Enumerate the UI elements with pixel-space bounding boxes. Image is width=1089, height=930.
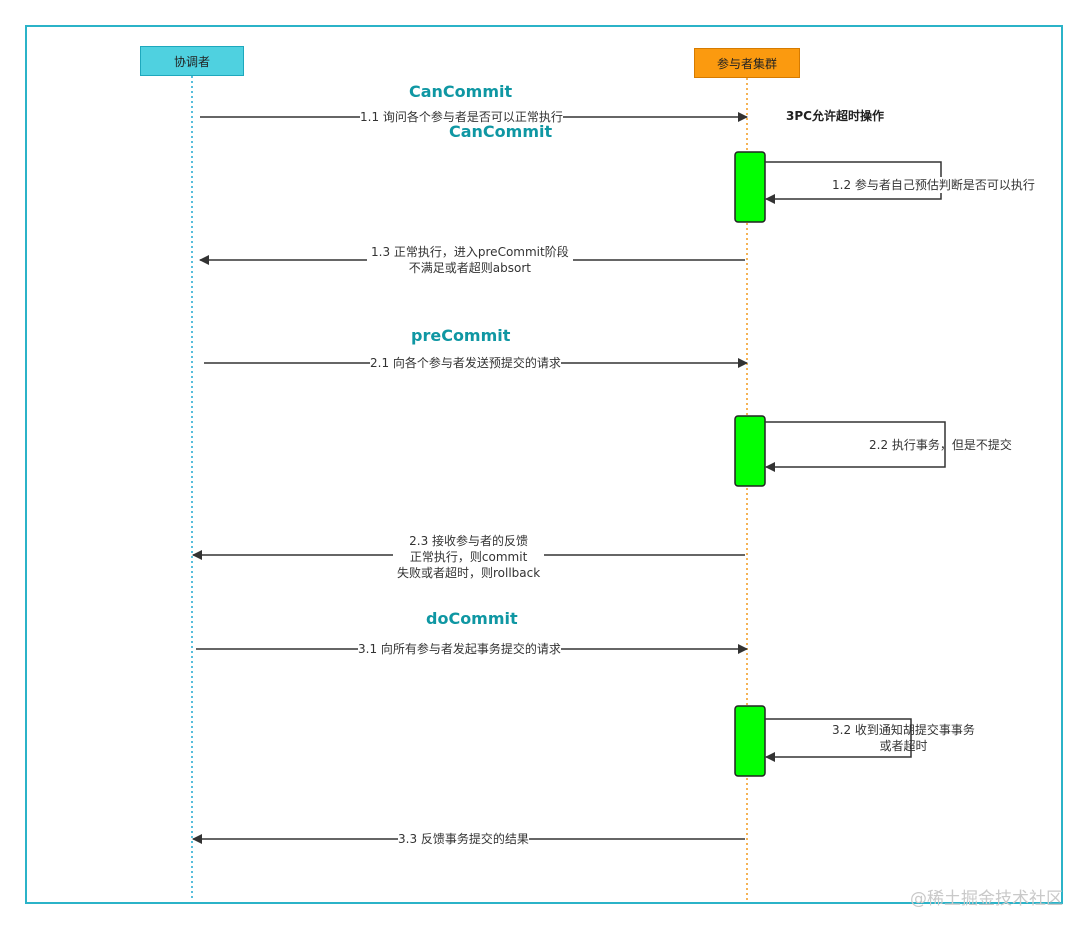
coordinator-actor: 协调者 (140, 46, 244, 76)
participant-label: 参与者集群 (716, 56, 777, 71)
arrow-3-2 (765, 718, 912, 762)
message-1-2-label: 1.2 参与者自己预估判断是否可以执行 (832, 177, 1035, 193)
activation-box-2 (734, 415, 766, 487)
message-3-2-label: 3.2 收到通知胡提交事事务 或者超时 (832, 722, 975, 754)
watermark: @稀土掘金技术社区 (910, 889, 1063, 909)
message-1-3-line2: 不满足或者超则absort (408, 261, 531, 275)
coordinator-label: 协调者 (173, 54, 210, 69)
phase-title-docommit: doCommit (426, 609, 518, 628)
message-3-2-line2: 或者超时 (879, 739, 928, 753)
message-2-1-label: 2.1 向各个参与者发送预提交的请求 (370, 355, 561, 371)
activation-box-3 (734, 705, 766, 777)
phase-title-cancommit-repeat: CanCommit (449, 122, 553, 141)
arrow-2-2 (765, 421, 946, 472)
timeout-note: 3PC允许超时操作 (786, 109, 884, 123)
message-3-1-label: 3.1 向所有参与者发起事务提交的请求 (358, 641, 561, 657)
message-2-3-line3: 失败或者超时，则rollback (397, 566, 541, 580)
diagram-frame (25, 25, 1063, 904)
phase-title-cancommit: CanCommit (409, 82, 513, 101)
participant-actor: 参与者集群 (694, 48, 800, 78)
message-3-3-label: 3.3 反馈事务提交的结果 (398, 831, 529, 847)
message-2-3-line2: 正常执行，则commit (409, 550, 528, 564)
message-1-3-line1: 1.3 正常执行，进入preCommit阶段 (371, 245, 569, 259)
message-3-2-line1: 3.2 收到通知胡提交事事务 (832, 723, 975, 737)
phase-title-precommit: preCommit (411, 326, 511, 345)
message-1-3-label: 1.3 正常执行，进入preCommit阶段 不满足或者超则absort (367, 244, 573, 276)
message-2-2-label: 2.2 执行事务，但是不提交 (869, 438, 1012, 452)
message-2-3-line1: 2.3 接收参与者的反馈 (409, 534, 529, 548)
message-2-3-label: 2.3 接收参与者的反馈 正常执行，则commit 失败或者超时，则rollba… (393, 533, 545, 581)
activation-box-1 (734, 151, 766, 223)
message-1-1-label: 1.1 询问各个参与者是否可以正常执行 (360, 109, 563, 125)
